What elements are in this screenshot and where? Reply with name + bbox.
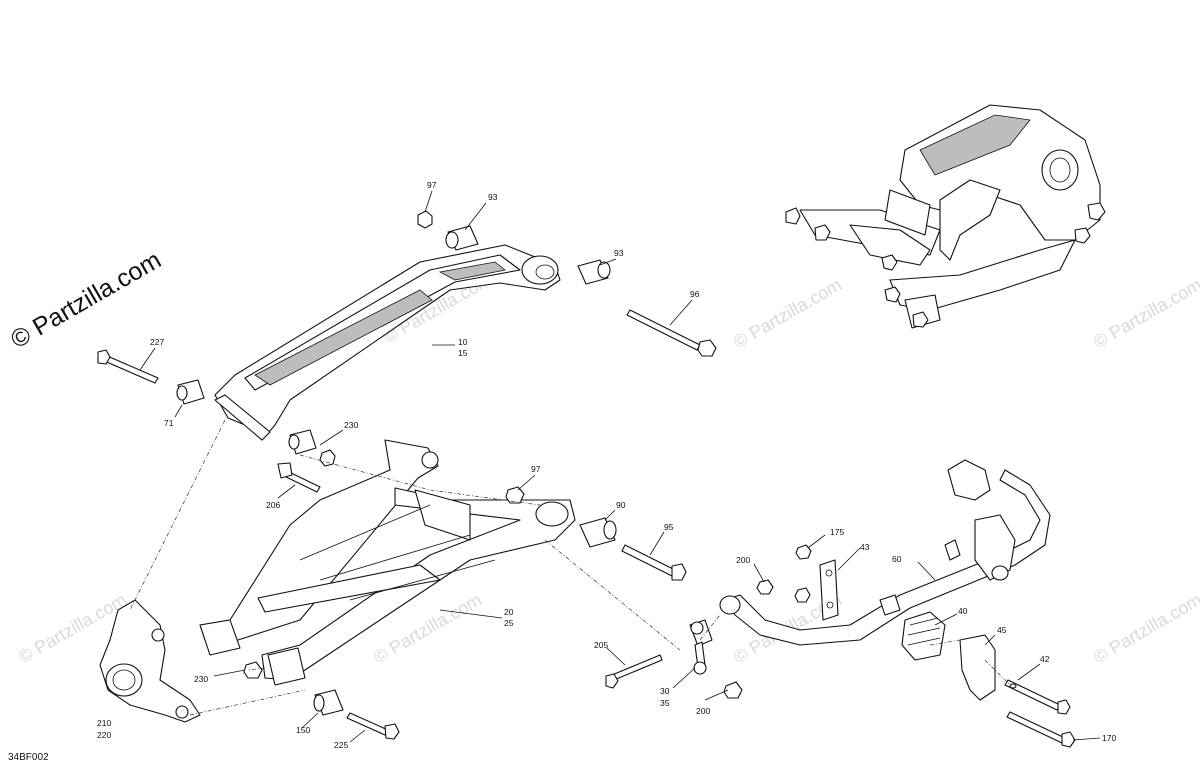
callout-43: 43	[860, 542, 870, 552]
callout-230: 230	[344, 420, 358, 430]
callout-71: 71	[164, 418, 174, 428]
callout-205: 205	[594, 640, 608, 650]
callout-labels: 97 93 93 96 10 15 227 71 230 206 97 90 9…	[97, 180, 1116, 750]
callout-35: 35	[660, 698, 670, 708]
callout-97: 97	[427, 180, 437, 190]
callout-175: 175	[830, 527, 844, 537]
callout-45: 45	[997, 625, 1007, 635]
callout-225: 225	[334, 740, 348, 750]
callout-97: 97	[531, 464, 541, 474]
sway-bar-hardware	[605, 544, 1076, 748]
guide-lines	[129, 419, 1011, 716]
sway-bar	[719, 459, 1051, 646]
callout-60: 60	[892, 554, 902, 564]
callout-93: 93	[614, 248, 624, 258]
callout-96: 96	[690, 289, 700, 299]
callout-93: 93	[488, 192, 498, 202]
callout-150: 150	[296, 725, 310, 735]
callout-206: 206	[266, 500, 280, 510]
leader-lines	[139, 190, 1101, 743]
callout-170: 170	[1102, 733, 1116, 743]
lower-a-arm	[199, 439, 576, 686]
upper-hardware	[97, 210, 717, 405]
callout-10: 10	[458, 337, 468, 347]
callout-90: 90	[616, 500, 626, 510]
callout-25: 25	[504, 618, 514, 628]
upper-a-arm	[214, 244, 561, 441]
callout-200: 200	[696, 706, 710, 716]
callout-230: 230	[194, 674, 208, 684]
callout-30: 30	[660, 686, 670, 696]
reference-code: 34BF002	[8, 752, 49, 763]
callout-200: 200	[736, 555, 750, 565]
callout-227: 227	[150, 337, 164, 347]
callout-20: 20	[504, 607, 514, 617]
assembled-view	[785, 104, 1106, 329]
callout-210: 210	[97, 718, 111, 728]
callout-220: 220	[97, 730, 111, 740]
knuckle	[99, 599, 201, 723]
callout-15: 15	[458, 348, 468, 358]
callout-95: 95	[664, 522, 674, 532]
callout-42: 42	[1040, 654, 1050, 664]
callout-40: 40	[958, 606, 968, 616]
lower-hardware	[243, 429, 687, 740]
